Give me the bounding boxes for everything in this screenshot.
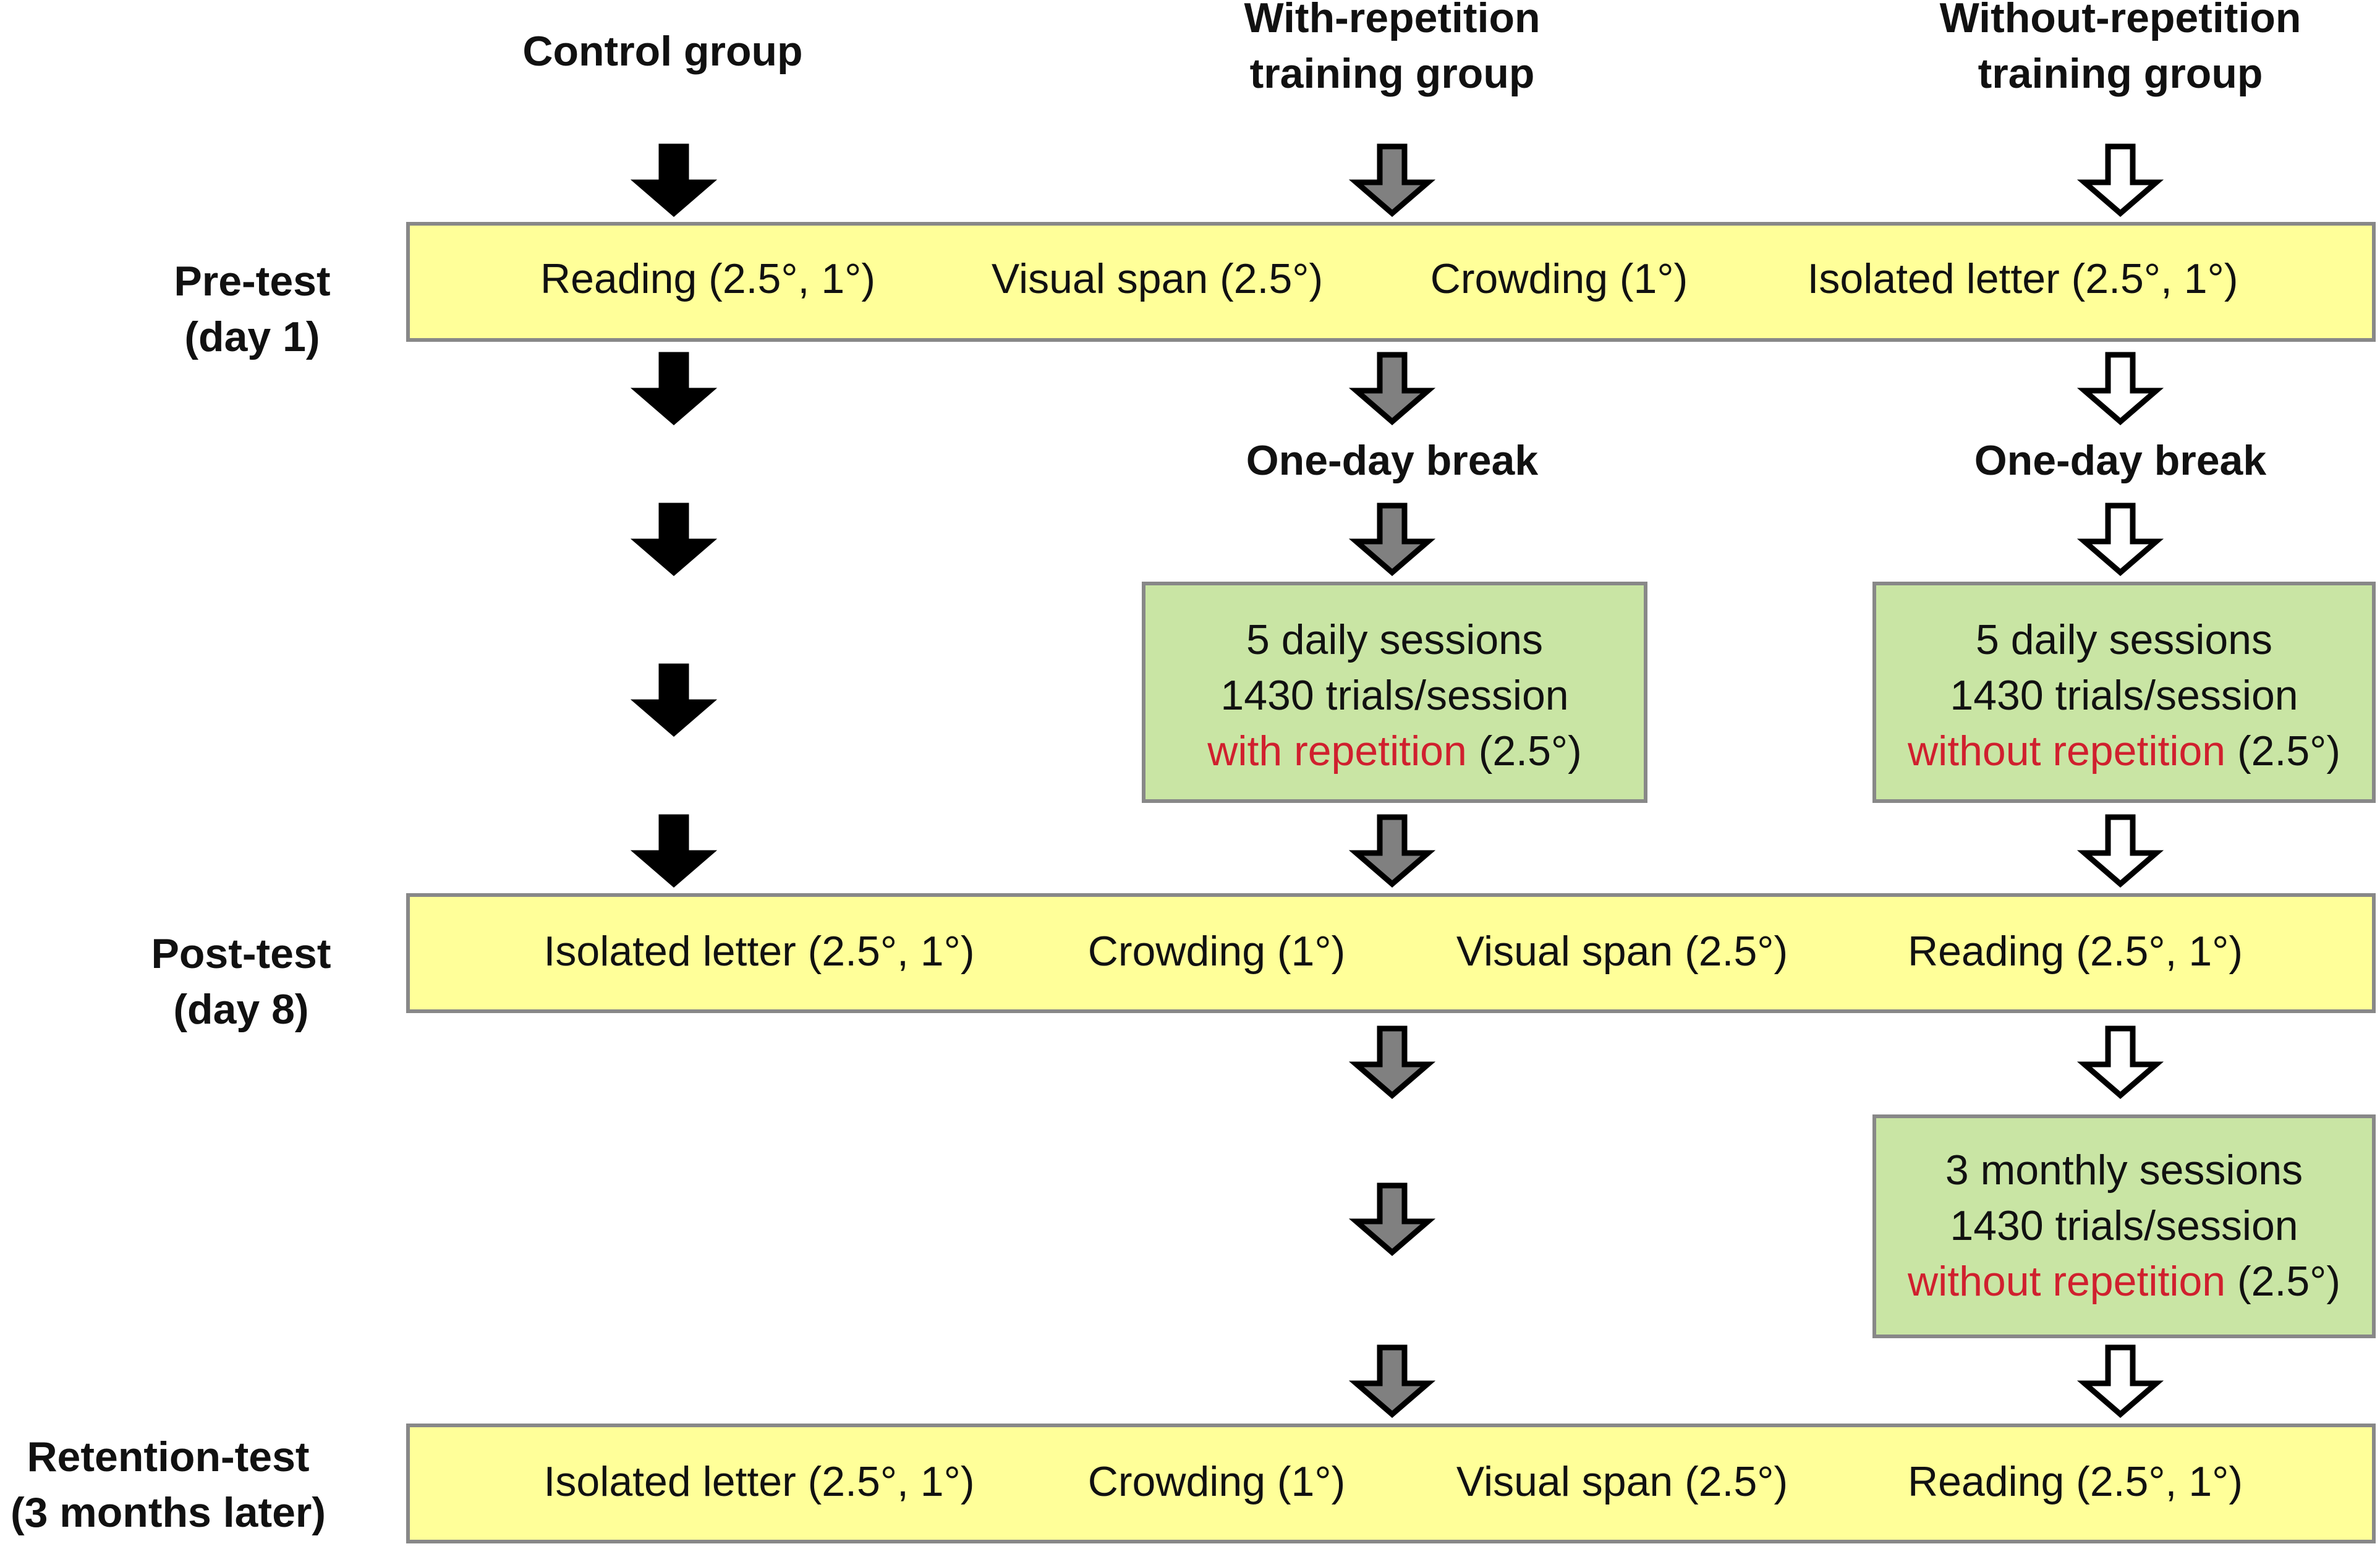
stage-label-post-line1: Post-test: [151, 930, 331, 977]
retention-test-reading: Reading (2.5°, 1°): [1908, 1458, 2243, 1505]
down-arrow-icon: [1348, 814, 1436, 888]
pre-test-crowding: Crowding (1°): [1430, 255, 1688, 302]
down-arrow-icon: [1348, 352, 1436, 425]
training-with-daily-suffix: (2.5°): [1467, 728, 1582, 775]
down-arrow-icon: [1348, 143, 1436, 217]
down-arrow-icon: [2076, 503, 2164, 576]
stage-label-retention-line2: (3 months later): [11, 1489, 326, 1536]
down-arrow-icon: [630, 352, 718, 425]
training-with-daily-line2: 1430 trials/session: [1220, 672, 1568, 719]
stage-label-pre-line1: Pre-test: [174, 258, 330, 305]
stage-label-post-line2: (day 8): [173, 986, 308, 1033]
training-box-with-repetition-daily: [1142, 582, 1647, 803]
header-control-group: Control group: [522, 28, 802, 75]
pre-test-visual-span: Visual span (2.5°): [992, 255, 1323, 302]
training-box-without-repetition-monthly: [1872, 1114, 2376, 1338]
retention-test-crowding: Crowding (1°): [1088, 1458, 1345, 1505]
stage-label-pre-line2: (day 1): [184, 313, 320, 360]
down-arrow-icon: [2076, 143, 2164, 217]
training-without-monthly-line1: 3 monthly sessions: [1945, 1147, 2303, 1194]
training-with-daily-line3: with repetition (2.5°): [1207, 728, 1581, 775]
training-without-daily-line1: 5 daily sessions: [1976, 616, 2272, 663]
down-arrow-icon: [630, 143, 718, 217]
training-without-monthly-highlight: without repetition: [1907, 1258, 2225, 1305]
training-without-daily-highlight: without repetition: [1907, 728, 2225, 775]
flow-arrows: [630, 143, 2164, 1418]
pre-test-reading: Reading (2.5°, 1°): [540, 255, 875, 302]
down-arrow-icon: [630, 814, 718, 888]
training-without-daily-line2: 1430 trials/session: [1950, 672, 2298, 719]
training-without-monthly-line2: 1430 trials/session: [1950, 1202, 2298, 1249]
header-with-repetition-line1: With-repetition: [1244, 0, 1540, 41]
training-without-monthly-suffix: (2.5°): [2225, 1258, 2340, 1305]
training-box-without-repetition-daily: [1872, 582, 2376, 803]
down-arrow-icon: [1348, 1182, 1436, 1256]
post-test-box: [406, 893, 2376, 1013]
down-arrow-icon: [1348, 503, 1436, 576]
break-label-with-repetition: One-day break: [1246, 437, 1539, 484]
retention-test-isolated-letter: Isolated letter (2.5°, 1°): [544, 1458, 975, 1505]
break-label-without-repetition: One-day break: [1974, 437, 2267, 484]
retention-test-visual-span: Visual span (2.5°): [1456, 1458, 1788, 1505]
down-arrow-icon: [1348, 1344, 1436, 1418]
down-arrow-icon: [1348, 1025, 1436, 1099]
down-arrow-icon: [630, 663, 718, 737]
pre-test-box: [406, 222, 2376, 342]
down-arrow-icon: [2076, 1025, 2164, 1099]
header-without-repetition-line2: training group: [1978, 50, 2263, 97]
down-arrow-icon: [2076, 352, 2164, 425]
training-with-daily-line1: 5 daily sessions: [1246, 616, 1543, 663]
post-test-visual-span: Visual span (2.5°): [1456, 928, 1788, 975]
training-with-daily-highlight: with repetition: [1207, 728, 1467, 775]
training-without-monthly-line3: without repetition (2.5°): [1907, 1258, 2340, 1305]
post-test-reading: Reading (2.5°, 1°): [1908, 928, 2243, 975]
down-arrow-icon: [2076, 814, 2164, 888]
post-test-crowding: Crowding (1°): [1088, 928, 1345, 975]
training-without-daily-line3: without repetition (2.5°): [1907, 728, 2340, 775]
down-arrow-icon: [630, 503, 718, 576]
header-without-repetition-line1: Without-repetition: [1940, 0, 2301, 41]
pre-test-isolated-letter: Isolated letter (2.5°, 1°): [1808, 255, 2238, 302]
training-without-daily-suffix: (2.5°): [2225, 728, 2340, 775]
post-test-isolated-letter: Isolated letter (2.5°, 1°): [544, 928, 975, 975]
down-arrow-icon: [2076, 1344, 2164, 1418]
retention-test-box: [406, 1424, 2376, 1543]
stage-label-retention-line1: Retention-test: [27, 1433, 309, 1480]
header-with-repetition-line2: training group: [1250, 50, 1535, 97]
